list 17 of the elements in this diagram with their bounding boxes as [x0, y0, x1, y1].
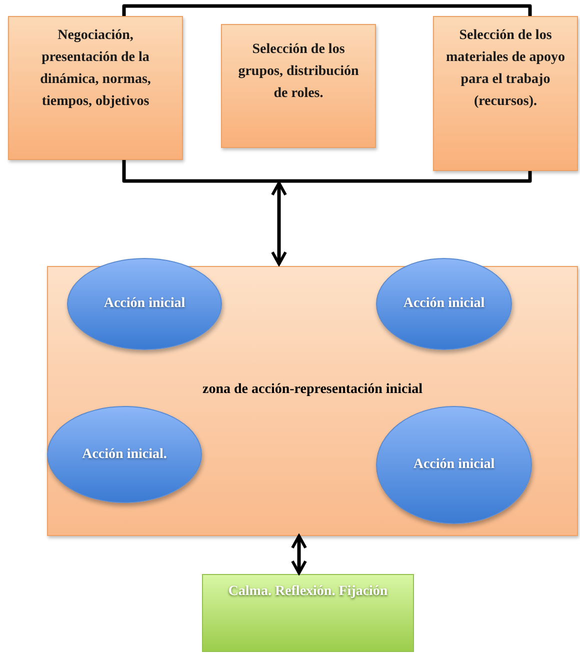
double-arrow [291, 534, 307, 574]
node-label: Acción inicial. [81, 446, 168, 464]
node-label: Negociación, presentación de la dinámica, normas, tiempos, objetivos [39, 27, 152, 111]
process-box [8, 16, 183, 160]
node-label: Calma. Reflexión. Fijación [228, 583, 388, 601]
process-box [221, 24, 376, 148]
zone-label: zona de acción-representación inicial [202, 381, 424, 399]
node-label: Acción inicial [412, 456, 496, 474]
node-label: Acción inicial [402, 295, 486, 313]
node-label: Acción inicial [102, 295, 186, 313]
bracket-line [122, 160, 532, 183]
bracket-line [122, 4, 532, 16]
node-label: Selección de los materiales de apoyo para el trabajo (recursos). [445, 27, 566, 111]
process-box [433, 16, 578, 171]
result-box [202, 574, 414, 652]
node-label: Selección de los grupos, distribución de roles. [237, 41, 360, 103]
double-arrow [271, 182, 287, 266]
